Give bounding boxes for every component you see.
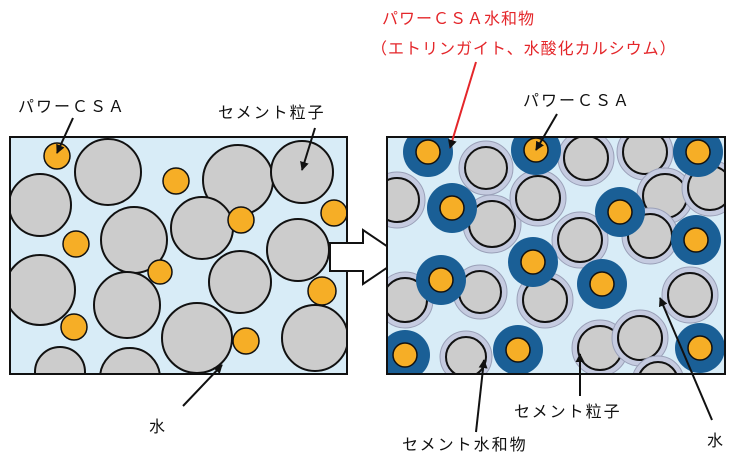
cement-particle bbox=[74, 138, 142, 206]
after-label-cement-particle: セメント粒子 bbox=[514, 402, 622, 421]
leader-before-cement-particle bbox=[300, 127, 316, 171]
cement-particle bbox=[638, 361, 678, 374]
leader-arrows bbox=[56, 113, 713, 433]
cement-particle bbox=[387, 177, 420, 223]
power-csa-particle bbox=[439, 195, 465, 221]
power-csa-particle bbox=[392, 342, 418, 368]
power-csa-particle bbox=[685, 139, 711, 165]
power-csa-particle bbox=[505, 337, 531, 363]
power-csa-particle bbox=[687, 335, 713, 361]
after-label-cement-hydrate: セメント水和物 bbox=[402, 435, 528, 454]
cement-particle bbox=[161, 302, 233, 374]
cement-particle bbox=[445, 336, 487, 374]
after-label-hydrate-line1: パワーＣＳＡ水和物 bbox=[382, 9, 535, 28]
leader-after-cement-hydrate bbox=[475, 359, 488, 433]
leader-after-hydrate bbox=[448, 61, 477, 149]
power-csa-particle bbox=[415, 139, 441, 165]
after-label-water: 水 bbox=[707, 431, 725, 450]
cement-particle bbox=[170, 196, 234, 260]
cement-particle bbox=[281, 304, 347, 372]
power-csa-particle bbox=[232, 327, 260, 355]
before-label-cement-particle: セメント粒子 bbox=[218, 103, 326, 122]
power-csa-particle bbox=[428, 267, 454, 293]
cement-particle bbox=[617, 315, 663, 361]
power-csa-particle bbox=[147, 259, 173, 285]
after-label-hydrate-line2: （エトリンガイト、水酸化カルシウム） bbox=[371, 39, 677, 58]
cement-particle bbox=[10, 254, 76, 326]
power-csa-particle bbox=[307, 276, 337, 306]
cement-particle bbox=[10, 173, 72, 237]
transition-arrow bbox=[329, 228, 405, 286]
power-csa-particle bbox=[320, 199, 347, 227]
before-panel bbox=[9, 136, 348, 375]
power-csa-particle bbox=[162, 167, 190, 195]
leader-before-water bbox=[182, 364, 223, 407]
after-panel bbox=[386, 136, 726, 375]
cement-particle bbox=[34, 346, 86, 374]
power-csa-particle bbox=[589, 271, 615, 297]
power-csa-particle bbox=[520, 249, 546, 275]
cement-particle bbox=[515, 175, 561, 221]
cement-particle bbox=[557, 217, 603, 263]
leader-after-power-csa bbox=[535, 113, 558, 151]
power-csa-particle bbox=[60, 313, 88, 341]
power-csa-particle bbox=[607, 199, 633, 225]
leader-before-power-csa bbox=[56, 117, 74, 154]
after-panel-particles bbox=[387, 137, 725, 374]
before-label-water: 水 bbox=[149, 417, 167, 436]
after-panel-frame bbox=[386, 136, 726, 375]
cement-particle bbox=[464, 146, 508, 190]
cement-particle bbox=[208, 250, 272, 314]
cement-particle bbox=[266, 218, 330, 282]
cement-particle bbox=[667, 272, 713, 318]
power-csa-particle bbox=[62, 230, 90, 258]
cement-particle bbox=[93, 271, 161, 339]
cement-particle bbox=[99, 347, 161, 374]
cement-particle bbox=[563, 137, 609, 181]
cement-particle bbox=[622, 137, 668, 175]
power-csa-particle bbox=[683, 227, 709, 253]
power-csa-particle bbox=[43, 142, 71, 170]
cement-particle bbox=[270, 140, 334, 204]
before-label-power-csa: パワーＣＳＡ bbox=[18, 97, 126, 116]
power-csa-particle bbox=[227, 206, 255, 234]
after-label-power-csa: パワーＣＳＡ bbox=[523, 91, 631, 110]
leader-after-water bbox=[659, 297, 713, 421]
